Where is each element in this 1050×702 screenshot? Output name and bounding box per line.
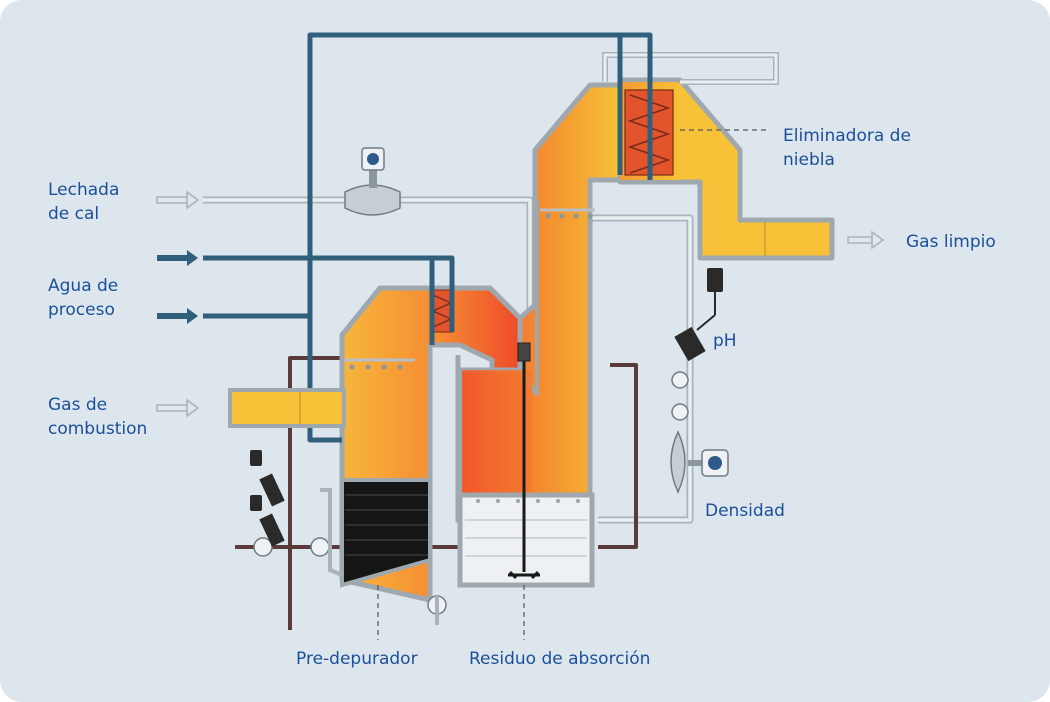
- absorber-sump: [457, 492, 595, 588]
- tower-spray-nozzles: [545, 213, 593, 219]
- pump-icon: [253, 371, 689, 615]
- flowmeter-icon: [344, 147, 401, 216]
- label-densidad: Densidad: [705, 501, 785, 521]
- ph-sensor-icon: [674, 268, 723, 362]
- label-lechada: Lechada de cal: [48, 180, 120, 224]
- feed-arrows: [156, 190, 885, 418]
- drain-line: [320, 488, 439, 625]
- label-pre-depurador: Pre-depurador: [296, 649, 418, 669]
- spray-nozzles: [349, 364, 403, 370]
- agitator-icon: [508, 342, 540, 580]
- process-water-pipe: [203, 32, 653, 443]
- absorber-tower: [457, 82, 623, 498]
- vent-line-inner: [603, 53, 778, 84]
- lime-slurry-line-inner: [203, 198, 692, 522]
- label-gas-limpio: Gas limpio: [906, 232, 996, 252]
- flue-gas-inlet-duct: [228, 388, 346, 428]
- leader-lines: [377, 129, 770, 640]
- process-water-arrow-icon: [157, 250, 198, 324]
- density-meter-icon: [670, 430, 729, 494]
- clean-gas-arrow-icon: [847, 230, 885, 250]
- flue-gas-arrow-icon: [156, 398, 200, 418]
- label-gas-de-combustion: Gas de combustion: [48, 395, 148, 439]
- label-residuo-de-absorcion: Residuo de absorción: [469, 649, 651, 669]
- lime-arrow-icon: [156, 190, 200, 210]
- label-eliminadora-de-niebla: Eliminadora de niebla: [783, 126, 911, 170]
- label-ph: pH: [713, 331, 737, 351]
- pre-scrubber-sensor-icon: [250, 450, 285, 547]
- lime-slurry-line: [203, 196, 694, 524]
- label-agua-de-proceso: Agua de proceso: [48, 276, 119, 320]
